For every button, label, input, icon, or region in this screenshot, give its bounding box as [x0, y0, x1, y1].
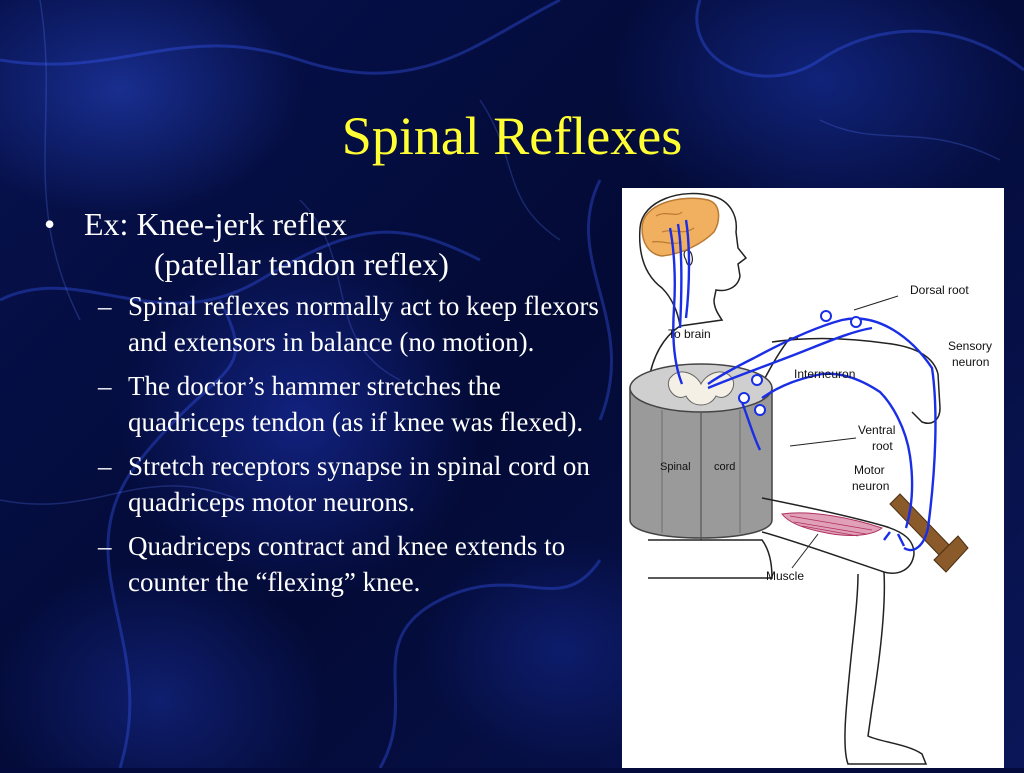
root-label: root [872, 439, 893, 453]
sensory-label: Sensory [948, 339, 992, 353]
dash-icon: – [98, 371, 112, 401]
nerve-pathways [668, 219, 937, 552]
dash-icon: – [98, 531, 112, 561]
sensory-neuron-label: neuron [952, 355, 989, 369]
sub-bullet-item: – The doctor’s hammer stretches the quad… [40, 368, 620, 440]
to-brain-label: To brain [668, 327, 711, 341]
quadriceps-muscle [781, 512, 884, 536]
cord-label: cord [714, 461, 735, 473]
knee-jerk-reflex-diagram: Spinal cord [629, 192, 992, 765]
seat-outline [648, 539, 773, 579]
muscle-label: Muscle [766, 569, 804, 583]
main-bullet: • Ex: Knee-jerk reflex (patellar tendon … [40, 204, 620, 284]
reflex-diagram-panel: Spinal cord [622, 188, 1004, 768]
sub-bullet-list: – Spinal reflexes normally act to keep f… [40, 288, 620, 600]
thigh-outline [761, 497, 915, 574]
sub-bullet-text: The doctor’s hammer stretches the quadri… [128, 371, 584, 437]
dash-icon: – [98, 291, 112, 321]
bullet-dot-icon: • [44, 206, 56, 242]
sub-bullet-text: Stretch receptors synapse in spinal cord… [128, 451, 590, 517]
sub-bullet-text: Spinal reflexes normally act to keep fle… [128, 291, 599, 357]
interneuron-label: Interneuron [794, 367, 855, 381]
dorsal-root-label: Dorsal root [910, 283, 969, 297]
bullet-line-2: (patellar tendon reflex) [154, 246, 449, 282]
lower-leg-outline [844, 571, 928, 765]
bullet-line-1: Ex: Knee-jerk reflex [84, 206, 347, 242]
slide-content: • Ex: Knee-jerk reflex (patellar tendon … [40, 204, 620, 608]
motor-label: Motor [854, 463, 885, 477]
sub-bullet-item: – Spinal reflexes normally act to keep f… [40, 288, 620, 360]
synapse-markers [738, 310, 862, 416]
sub-bullet-text: Quadriceps contract and knee extends to … [128, 531, 566, 597]
ventral-label: Ventral [858, 423, 895, 437]
dash-icon: – [98, 451, 112, 481]
slide-title: Spinal Reflexes [341, 106, 683, 166]
sub-bullet-item: – Stretch receptors synapse in spinal co… [40, 448, 620, 520]
spinal-label: Spinal [660, 461, 691, 473]
sub-bullet-item: – Quadriceps contract and knee extends t… [40, 528, 620, 600]
spinal-cord-segment: Spinal cord [629, 363, 773, 540]
motor-neuron-label: neuron [852, 479, 889, 493]
